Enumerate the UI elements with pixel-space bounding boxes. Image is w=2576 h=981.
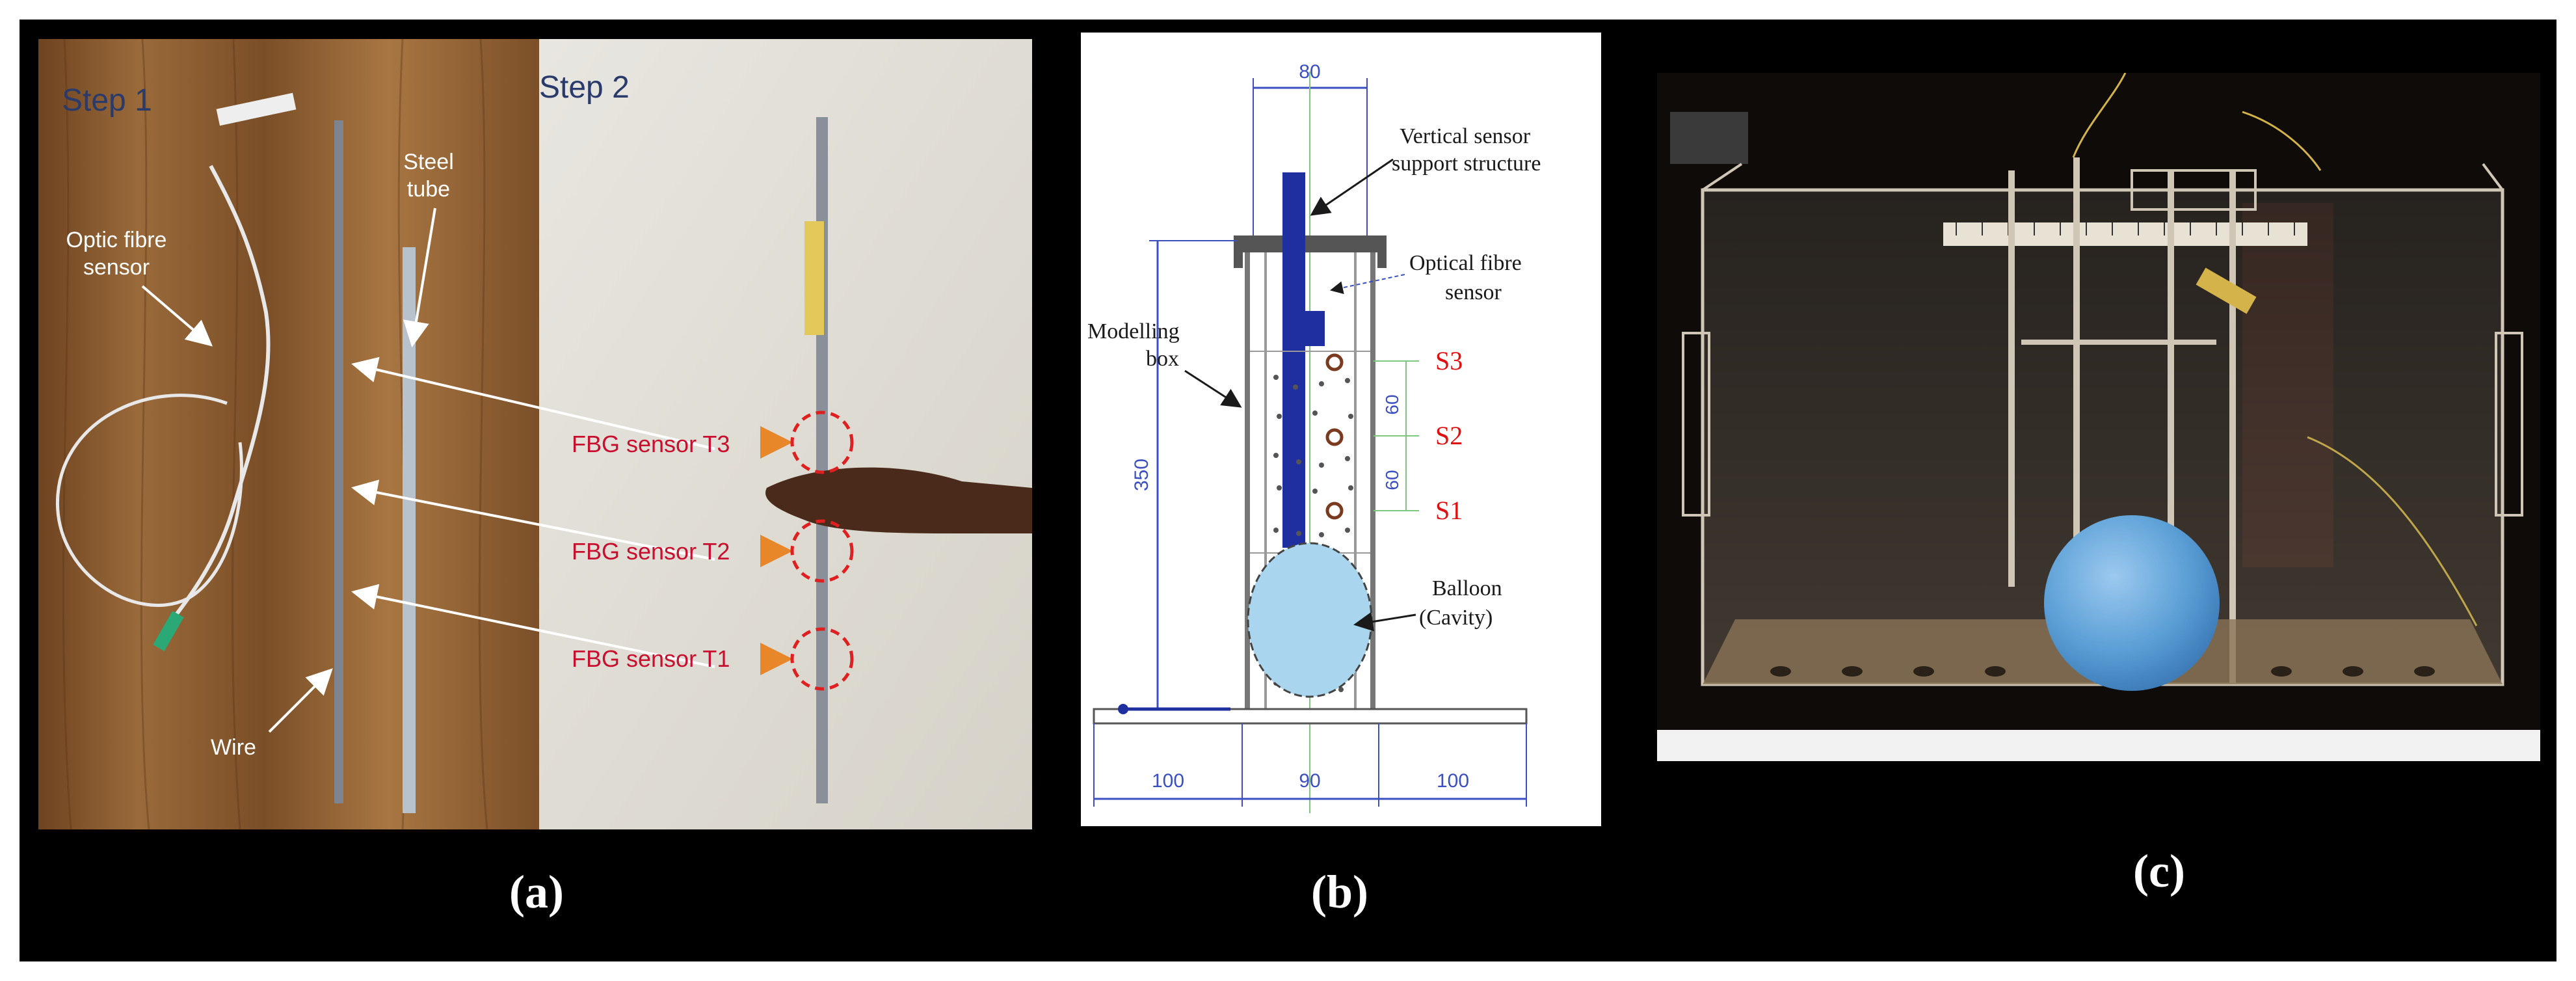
vertical-support-arrow <box>1310 158 1394 216</box>
wire-label: Wire <box>211 735 256 760</box>
sensor-s3-dot <box>1325 353 1344 371</box>
t3-pointer <box>351 356 715 450</box>
vertical-sensor-support <box>1282 172 1325 548</box>
assembled-rod <box>816 117 828 803</box>
step2-label: Step 2 <box>539 70 630 105</box>
rod-1 <box>2008 170 2015 587</box>
panel-a-svg: Step 1 Step 2 Optic fibre sensor Steel t… <box>38 39 1032 829</box>
fbg-t1-label: FBG sensor T1 <box>572 645 730 672</box>
balloon-cavity <box>1247 542 1373 698</box>
t1-circle <box>790 627 854 691</box>
fbg-t2-label: FBG sensor T2 <box>572 538 730 565</box>
grey-patch <box>1670 112 1748 164</box>
balloon-label-1: Balloon <box>1432 576 1502 600</box>
yellow-fibre-2 <box>2242 111 2322 171</box>
vertical-support-label-1: Vertical sensor <box>1400 124 1531 148</box>
sensor-s1-dot <box>1325 502 1344 520</box>
soil-particles <box>1273 375 1353 692</box>
step1-label: Step 1 <box>62 83 152 118</box>
wire-arrow <box>268 668 333 733</box>
optic-fibre-label-1: Optic fibre <box>66 228 167 252</box>
modelling-box-label-2: box <box>1146 347 1179 371</box>
t2-pointer <box>351 479 715 561</box>
box-wall-left <box>1245 252 1250 721</box>
caption-b: (b) <box>1311 866 1368 918</box>
ruler <box>1943 222 2307 246</box>
modelling-box-label-1: Modelling <box>1087 319 1180 343</box>
dim-60-lower: 60 <box>1382 470 1402 490</box>
top-block <box>2131 169 2257 211</box>
optic-fibre-label-2: sensor <box>83 255 150 280</box>
s2-label: S2 <box>1435 421 1463 450</box>
lid-right-flange <box>1377 235 1387 268</box>
dim-mid-text: 90 <box>1299 770 1320 792</box>
yellow-tape <box>804 221 824 335</box>
box-edge-2 <box>2482 163 2504 191</box>
base-plate <box>1093 708 1528 725</box>
wood-table <box>38 39 539 829</box>
optic-fibre-arrow <box>141 285 213 347</box>
optical-fibre-label-2: sensor <box>1445 280 1502 304</box>
lid-left-flange <box>1234 235 1243 268</box>
rod-2 <box>2073 157 2080 548</box>
optical-fibre-arrow <box>1330 274 1405 295</box>
right-clamp <box>2495 332 2523 517</box>
box-inner-left <box>1264 252 1267 721</box>
box-wall-right <box>1370 252 1375 721</box>
dim-right-text: 100 <box>1437 770 1469 792</box>
s1-label: S1 <box>1435 496 1463 525</box>
yellow-fibre-3 <box>2307 436 2478 626</box>
fbg-t3-label: FBG sensor T3 <box>572 431 730 457</box>
caption-c: (c) <box>2133 845 2185 897</box>
t2-circle <box>790 519 854 583</box>
optical-fibre-label-1: Optical fibre <box>1409 251 1522 275</box>
base-holes <box>1770 666 2435 677</box>
sensor-s2-dot <box>1325 428 1344 446</box>
white-bottom-strip <box>1657 730 2540 761</box>
blue-balloon <box>2044 515 2220 691</box>
steel-tube-label-2: tube <box>407 177 450 202</box>
balloon-arrow <box>1353 611 1416 632</box>
yellow-tape-c <box>2196 267 2257 314</box>
fibre-connector <box>153 611 184 651</box>
panel-c-photo <box>1657 73 2540 761</box>
rod-3 <box>2168 170 2174 587</box>
base-blue-dot <box>1118 704 1128 714</box>
s3-label: S3 <box>1435 346 1463 375</box>
vertical-support-label-2: support structure <box>1392 152 1541 176</box>
panel-a-photo: Step 1 Step 2 Optic fibre sensor Steel t… <box>38 39 1032 829</box>
rod-4 <box>2229 170 2236 684</box>
dim-350-text: 350 <box>1131 459 1152 491</box>
box-edge-1 <box>1701 163 1743 191</box>
t3-circle <box>790 410 854 474</box>
box-inner-right <box>1354 252 1357 721</box>
modelling-box-arrow <box>1184 370 1242 408</box>
t1-pointer <box>351 584 715 668</box>
panel-b-diagram: 80 <box>1081 33 1601 826</box>
dim-60-upper: 60 <box>1382 394 1402 414</box>
caption-a: (a) <box>509 866 564 918</box>
steel-tube-arrow <box>403 208 436 347</box>
panel-c-svg <box>1657 73 2540 761</box>
box-lid <box>1234 235 1387 252</box>
ruler-ticks <box>1956 222 2295 235</box>
small-white-piece <box>216 92 297 126</box>
hand <box>765 467 1032 533</box>
steel-tube-label-1: Steel <box>403 150 454 174</box>
yellow-fibre-1 <box>2072 73 2127 158</box>
panel-b-svg: 80 <box>1087 61 1541 813</box>
balloon-label-2: (Cavity) <box>1419 606 1493 630</box>
optic-fibre-cable <box>166 165 271 626</box>
wire-rod <box>334 120 343 803</box>
figure-frame: Step 1 Step 2 Optic fibre sensor Steel t… <box>20 20 2556 961</box>
left-clamp <box>1682 332 1710 517</box>
cross-bar <box>2021 340 2216 345</box>
fibre-coil <box>56 394 243 607</box>
dim-left-text: 100 <box>1152 770 1184 792</box>
steel-tube-rod <box>403 247 416 813</box>
